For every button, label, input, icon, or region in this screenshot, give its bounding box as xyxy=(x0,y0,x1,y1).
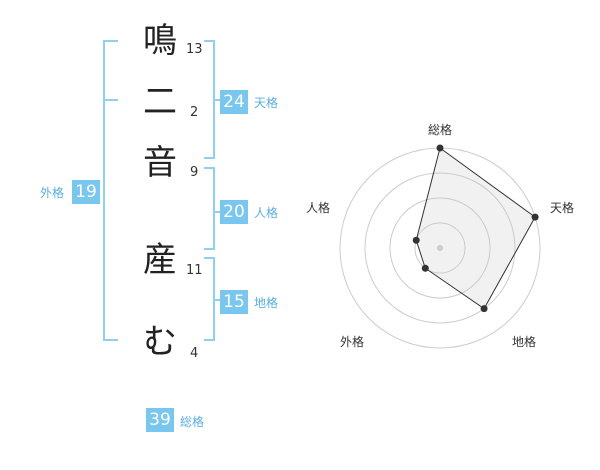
soukaku-label: 総格 xyxy=(180,415,205,429)
stroke-count-5: 4 xyxy=(190,346,199,361)
radar-center-dot xyxy=(437,245,443,251)
stroke-count-3: 9 xyxy=(190,165,199,180)
tenkaku-label: 天格 xyxy=(254,96,279,110)
tenkaku-value: 24 xyxy=(220,90,248,114)
name-char-2: 二 xyxy=(143,82,177,122)
stroke-count-1: 13 xyxy=(186,42,203,57)
name-char-4: 産 xyxy=(143,240,177,280)
radar-point xyxy=(412,236,420,244)
gaikaku-value: 19 xyxy=(72,180,100,204)
jinkaku-value: 20 xyxy=(220,200,248,224)
radar-point xyxy=(421,264,429,272)
radar-label-jinkaku: 人格 xyxy=(305,201,330,215)
radar-label-tenkaku: 天格 xyxy=(549,201,574,215)
gaikaku-bracket xyxy=(103,40,118,341)
radar-label-soukaku: 総格 xyxy=(427,123,452,137)
jinkaku-label: 人格 xyxy=(254,206,279,220)
name-char-3: 音 xyxy=(143,143,177,183)
radar-point xyxy=(436,144,444,152)
radar-ring xyxy=(364,172,516,324)
radar-point xyxy=(531,213,539,221)
name-char-5: む xyxy=(143,322,177,362)
radar-area xyxy=(415,147,536,310)
soukaku-value: 39 xyxy=(146,408,174,432)
radar-label-gaikaku: 外格 xyxy=(339,335,364,349)
gaikaku-label: 外格 xyxy=(40,186,65,200)
chikaku-value: 15 xyxy=(220,290,248,314)
jinkaku-bracket xyxy=(204,167,215,250)
radar-point xyxy=(480,305,488,313)
radar-label-chikaku: 地格 xyxy=(511,335,536,349)
stroke-count-2: 2 xyxy=(190,105,199,120)
chikaku-label: 地格 xyxy=(254,296,279,310)
stroke-count-4: 11 xyxy=(186,263,203,278)
radar-ring xyxy=(414,222,466,274)
name-char-1: 鳴 xyxy=(143,21,177,61)
radar-ring xyxy=(389,197,491,299)
